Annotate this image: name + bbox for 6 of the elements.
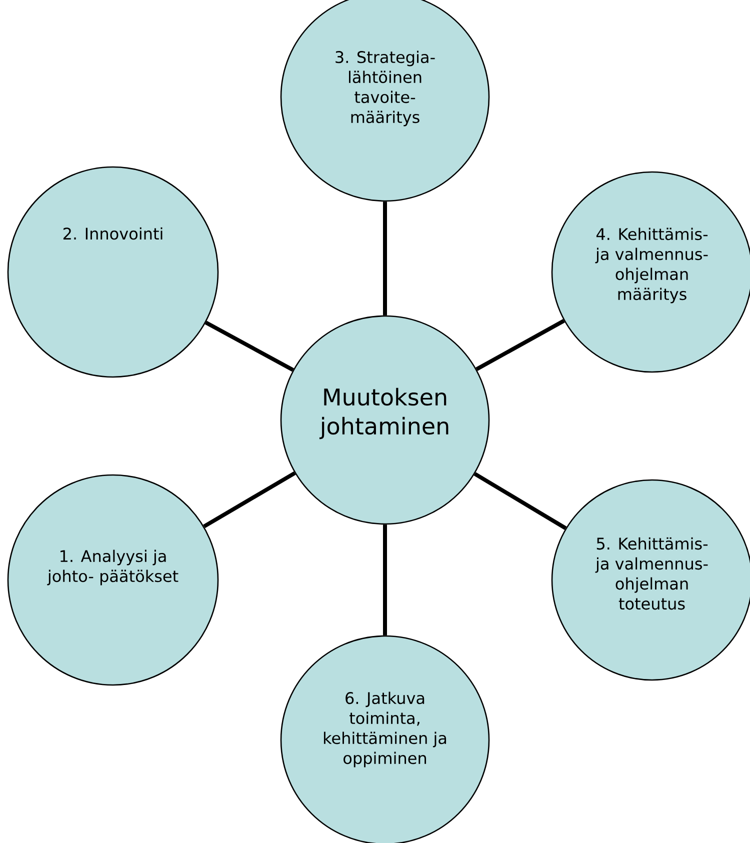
- circle-node: 1. Analyysi ja johto- päätökset: [7, 474, 219, 686]
- circle-node: 5. Kehittämis- ja valmennus- ohjelman toteutus: [551, 479, 750, 681]
- circle-node: 6. Jatkuva toiminta, kehittäminen ja oppiminen: [280, 635, 490, 843]
- circle-node: 2. Innovointi: [7, 166, 219, 378]
- circle-node: Muutoksen johtaminen: [280, 315, 490, 525]
- circle-node: 4. Kehittämis- ja valmennus- ohjelman määritys: [551, 171, 750, 373]
